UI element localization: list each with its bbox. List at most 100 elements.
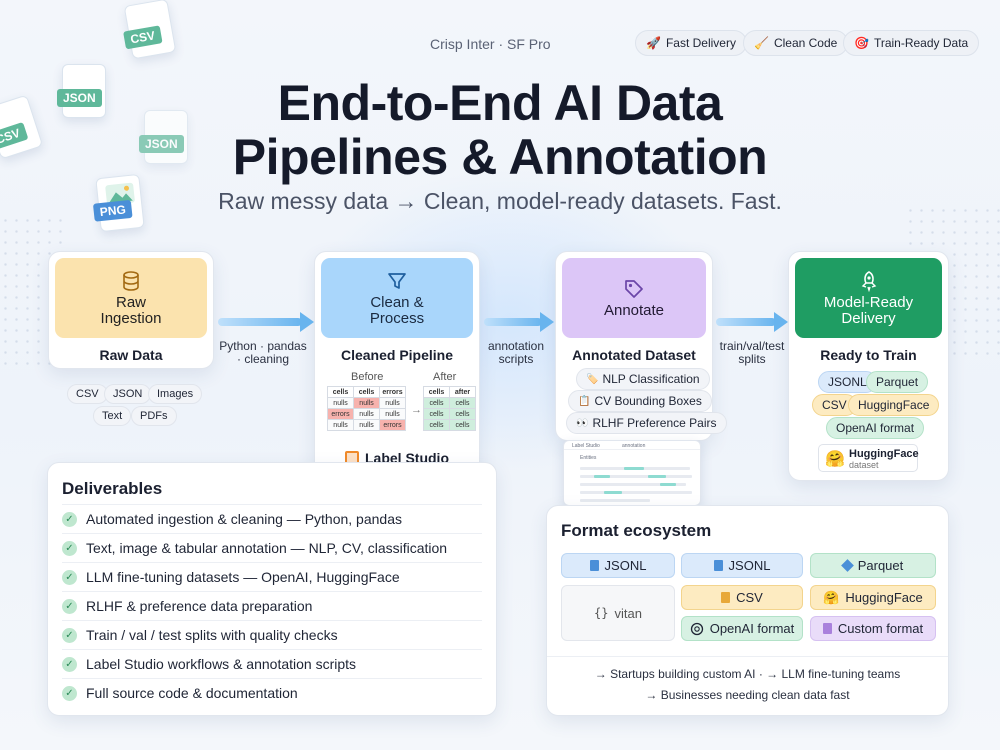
chip-text: Text (93, 406, 132, 426)
format-csv: CSV (681, 585, 803, 610)
stage-header: Clean & Process (321, 258, 473, 338)
card-caption: Cleaned Pipeline (340, 347, 454, 363)
format-custom: Custom format (810, 616, 936, 641)
preview-text-line (580, 491, 692, 494)
font-note: Crisp Inter · SF Pro (430, 36, 551, 52)
preview-title: Label Studio (572, 443, 600, 449)
database-icon (123, 270, 139, 291)
preview-highlight (660, 483, 676, 486)
deliverables-title: Deliverables (62, 479, 163, 498)
rocket-icon: 🚀 (646, 36, 661, 50)
file-icon (713, 560, 723, 571)
preview-section: Entities (580, 455, 597, 461)
tag-icon: 🏷️ (586, 373, 599, 385)
format-huggingface: 🤗 HuggingFace (810, 585, 936, 610)
deliverable-item: ✓Automated ingestion & cleaning — Python… (62, 504, 482, 533)
deliverable-item: ✓Label Studio workflows & annotation scr… (62, 649, 482, 678)
card-caption: Raw Data (99, 347, 163, 363)
preview-highlight (594, 475, 610, 478)
stage-header: Raw Ingestion (55, 258, 207, 338)
pill-label: Fast Delivery (665, 36, 736, 50)
chip-jsonl: JSONL (818, 371, 877, 393)
preview-titlebar: Label Studio annotation (564, 441, 700, 450)
file-icon (721, 592, 731, 603)
deliverable-item: ✓Train / val / test splits with quality … (62, 620, 482, 649)
format-openai: OpenAI format (681, 616, 803, 641)
chip-parquet: Parquet (866, 371, 929, 393)
preview-highlight (624, 467, 644, 470)
check-icon: ✓ (62, 598, 77, 614)
audience-line-2: → Businesses needing clean data fast (645, 688, 850, 702)
chip-nlp-classification: 🏷️ NLP Classification (576, 368, 710, 390)
check-icon: ✓ (62, 627, 77, 643)
card-raw-ingestion: Raw Ingestion Raw Data (48, 251, 214, 369)
chip-cv-bounding-boxes: 📋 CV Bounding Boxes (568, 390, 712, 412)
deliverable-item: ✓Full source code & documentation (62, 678, 482, 707)
tagline: Raw messy data → Clean, model-ready data… (218, 188, 782, 214)
huggingface-dataset-badge: 🤗 HuggingFace dataset (818, 444, 919, 472)
after-label: After (433, 371, 457, 383)
title-line-1: End-to-End AI Data (277, 75, 723, 131)
file-tag: JSON (57, 89, 102, 107)
stage-header: Annotate (562, 258, 706, 338)
chip-json: JSON (104, 384, 152, 404)
check-icon: ✓ (62, 685, 77, 701)
hugging-face-icon: 🤗 (823, 589, 840, 605)
preview-text-line (580, 483, 686, 486)
flow-arrow (716, 312, 788, 332)
arrow-label-cleaning: Python · pandas· cleaning (219, 339, 307, 366)
file-icon (589, 560, 599, 571)
check-icon: ✓ (62, 656, 77, 672)
braces-icon: {} (594, 606, 609, 620)
pill-label: Clean Code (773, 36, 838, 50)
format-jsonl: JSONL (561, 553, 675, 578)
json-file-icon: JSON (57, 64, 106, 118)
pill-train-ready: 🎯 Train-Ready Data (843, 30, 980, 56)
diamond-icon (840, 559, 854, 572)
deliverables-panel: Deliverables ✓Automated ingestion & clea… (47, 462, 497, 716)
stage-title-1: Model-Ready (823, 293, 914, 311)
flow-arrow (484, 312, 554, 332)
stage-title-1: Annotate (603, 301, 665, 319)
csv-file-icon: CSV (123, 0, 177, 60)
broom-icon: 🧹 (754, 36, 769, 50)
arrow-right-icon: → (411, 404, 422, 416)
deliverable-item: ✓Text, image & tabular annotation — NLP,… (62, 533, 482, 562)
title-line-2: Pipelines & Annotation (232, 129, 768, 185)
card-caption: Ready to Train (820, 347, 917, 363)
card-clean-process: Clean & Process Cleaned Pipeline Before … (314, 251, 480, 481)
stage-header: Model-Ready Delivery (795, 258, 942, 338)
eyes-icon: 👀 (576, 417, 589, 429)
page-title: End-to-End AI Data Pipelines & Annotatio… (0, 76, 1000, 184)
badge-sub: dataset (849, 460, 879, 470)
ecosystem-title: Format ecosystem (561, 521, 712, 540)
flow-arrow (218, 312, 314, 332)
file-icon (822, 623, 832, 634)
deliverable-item: ✓RLHF & preference data preparation (62, 591, 482, 620)
format-jsonl: JSONL (681, 553, 803, 578)
check-icon: ✓ (62, 511, 77, 527)
audience-line-1: → Startups building custom AI · → LLM fi… (594, 667, 901, 681)
target-icon: 🎯 (854, 36, 869, 50)
check-icon: ✓ (62, 540, 77, 556)
stage-title-2: Delivery (841, 309, 896, 327)
stage-title-2: Ingestion (100, 309, 162, 327)
preview-highlight (604, 491, 622, 494)
preview-highlight (648, 475, 666, 478)
divider (547, 656, 948, 657)
chip-pdfs: PDFs (131, 406, 177, 426)
check-icon: ✓ (62, 569, 77, 585)
stage-title-1: Raw (115, 293, 146, 311)
pill-fast-delivery: 🚀 Fast Delivery (635, 30, 747, 56)
annotation-tool-preview: Label Studio annotation Entities (563, 440, 701, 506)
stage-title-2: Process (369, 309, 425, 327)
pill-label: Train-Ready Data (873, 36, 969, 50)
png-file-icon: PNG (92, 173, 145, 233)
filter-icon (388, 272, 406, 289)
file-tag: CSV (123, 25, 163, 50)
chip-huggingface: HuggingFace (848, 394, 940, 416)
